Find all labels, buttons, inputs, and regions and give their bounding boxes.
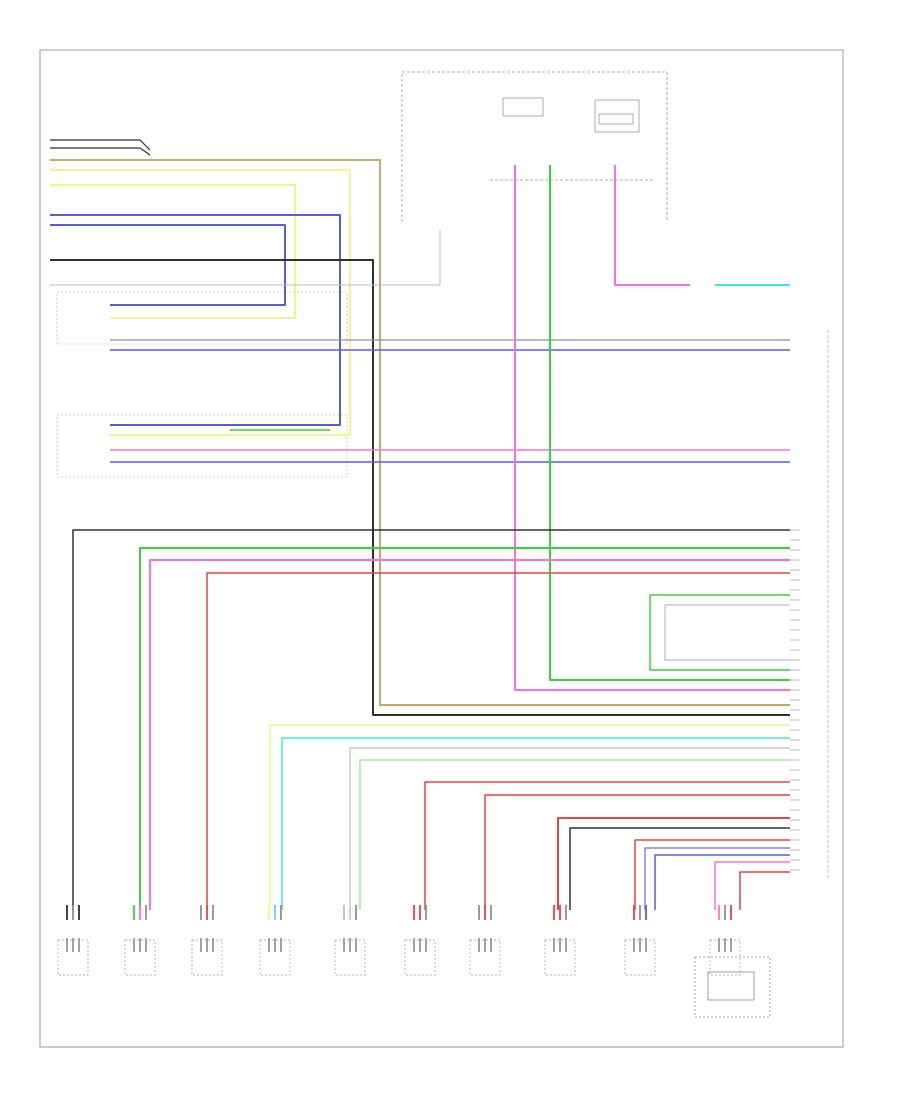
component-box <box>709 939 741 976</box>
component-box <box>404 939 436 976</box>
wire-black-1 <box>50 259 790 716</box>
top-module-block-left <box>502 97 544 117</box>
wire-black-2 <box>50 139 151 151</box>
wire-blue-low <box>654 854 790 910</box>
wire-pink-top-right <box>614 165 690 286</box>
wire-lightgreen-low <box>359 759 790 910</box>
component-box <box>544 939 576 976</box>
wire-green-3 <box>649 594 790 671</box>
wire-lightgray-low <box>349 747 790 910</box>
component-box <box>469 939 501 976</box>
top-module-block-right <box>594 99 640 133</box>
component-box <box>57 939 89 976</box>
bottom-connector-c1 <box>57 905 89 976</box>
wire-green-v <box>549 165 790 681</box>
wire-pink-2 <box>149 559 790 910</box>
upper-left-dashed-box <box>56 291 348 345</box>
wire-yellow-1 <box>50 169 351 436</box>
middle-left-dashed-box <box>56 414 348 478</box>
component-box <box>124 939 156 976</box>
component-box <box>191 939 223 976</box>
component-box <box>624 939 656 976</box>
wire-lightgray-1 <box>50 230 441 286</box>
wire-green-2 <box>139 547 790 910</box>
wire-lightgray-2 <box>664 604 790 661</box>
wire-yellow-low <box>269 724 790 910</box>
wire-red-low-2 <box>484 794 790 910</box>
wire-yellow-2 <box>50 184 296 319</box>
bottom-connector-c2 <box>124 905 156 976</box>
wire-pink-low <box>714 861 790 910</box>
bottom-connector-c3 <box>191 905 223 976</box>
bottom-connector-c9 <box>624 905 656 976</box>
wire-group <box>50 139 800 910</box>
bottom-connector-c10 <box>709 905 741 976</box>
component-box <box>334 939 366 976</box>
wire-blue-2 <box>50 224 286 306</box>
diagram-border <box>39 49 844 1048</box>
wire-pink-v <box>514 165 790 691</box>
bottom-right-component-box <box>694 956 771 1018</box>
connector-group <box>57 905 741 976</box>
wire-black-outer <box>72 529 790 910</box>
wire-tan-top <box>50 159 790 706</box>
wire-red-low-1 <box>424 781 790 910</box>
top-module-block-right-inner <box>598 113 634 125</box>
wire-red-2 <box>206 572 790 910</box>
bottom-connector-c7 <box>469 905 501 976</box>
top-module-dashed-box <box>401 71 668 222</box>
wire-red-low-4 <box>634 839 790 910</box>
bottom-connector-c4 <box>259 905 291 976</box>
wire-red-low-5 <box>739 871 790 910</box>
wire-purple-low <box>644 847 790 910</box>
wire-black-3 <box>50 147 151 156</box>
wire-red-low-3 <box>557 817 790 910</box>
component-box <box>259 939 291 976</box>
bottom-connector-c8 <box>544 905 576 976</box>
bottom-connector-c5 <box>334 905 366 976</box>
bottom-connector-c6 <box>404 905 436 976</box>
wire-cyan-low <box>281 737 790 910</box>
wire-black-low <box>569 827 790 910</box>
wire-blue-1 <box>50 214 341 426</box>
bottom-right-component-inner <box>707 971 755 1001</box>
